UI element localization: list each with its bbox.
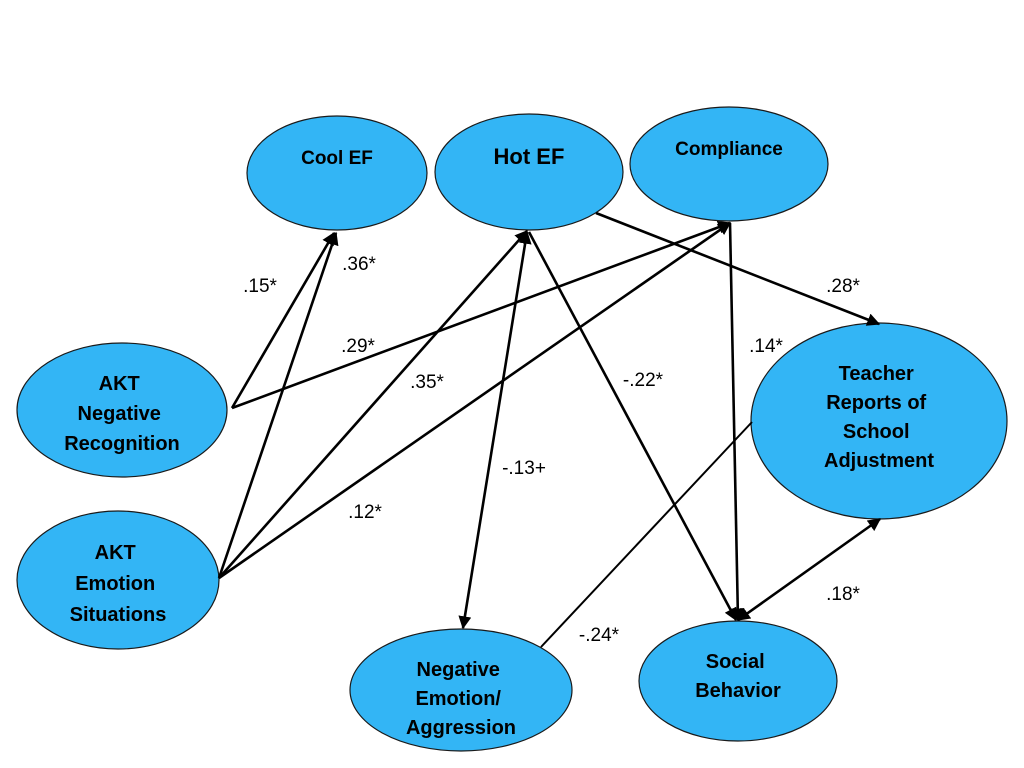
node-cool-ef: Cool EF (246, 115, 428, 231)
coef-emo-sit-to-hot-ef: .35* (410, 372, 444, 393)
node-akt-emotion-situations: AKT Emotion Situations (16, 510, 220, 650)
edge-hot-ef-to-teacher-reports (595, 211, 881, 326)
node-social-behavior: Social Behavior (638, 620, 838, 742)
coef-hot-ef-to-social-behavior: -.22* (623, 370, 664, 391)
edge-hot-ef-to-social-behavior (527, 231, 738, 622)
coef-hot-ef-neg-emotion: -.13+ (502, 458, 546, 479)
svg-text:AKT Negative Recog: AKT Negative Recognition (64, 373, 180, 455)
edge-compliance-to-social-behavior (728, 222, 745, 622)
node-akt-negative-recognition: AKT Negative Recognition (16, 342, 228, 478)
edge-neg-emotion-to-teacher-reports (540, 421, 753, 648)
coef-hot-ef-to-teacher-reports: .28* (826, 276, 860, 297)
svg-text:Negative Emotion/: Negative Emotion/ Aggression (406, 659, 516, 739)
coef-neg-rec-to-compliance: .29* (341, 336, 375, 357)
coef-compliance-to-social-behavior: .14* (749, 336, 783, 357)
coef-emo-sit-to-compliance: .12* (348, 502, 382, 523)
edge-social-behavior-teacher-reports-bidirectional (736, 517, 882, 622)
node-compliance: Compliance (629, 106, 829, 222)
svg-text:Social Behavior: Social Behavior (695, 651, 781, 702)
svg-text:Cool EF: Cool EF (301, 148, 373, 169)
coef-social-behavior-teacher-reports: .18* (826, 584, 860, 605)
coef-neg-rec-to-cool-ef: .15* (243, 276, 277, 297)
svg-text:Compliance: Compliance (675, 139, 783, 160)
node-negative-emotion-aggression: Negative Emotion/ Aggression (349, 628, 573, 752)
edge-neg-rec-to-cool-ef (230, 231, 336, 409)
svg-text:Teacher Reports of: Teacher Reports of School Adjustment (824, 363, 934, 472)
svg-text:AKT Emotion Situat: AKT Emotion Situations (70, 542, 167, 626)
coef-neg-emotion-to-teacher-reports: -.24* (579, 625, 620, 646)
svg-text:Hot EF: Hot EF (494, 144, 565, 169)
coef-emo-sit-to-cool-ef: .36* (342, 254, 376, 275)
edge-hot-ef-neg-emotion-bidirectional (458, 230, 532, 630)
node-teacher-reports-school-adjustment: Teacher Reports of School Adjustment (750, 322, 1008, 520)
node-hot-ef: Hot EF (434, 113, 624, 231)
edge-emo-sit-to-compliance (218, 221, 732, 580)
edge-emo-sit-to-cool-ef (217, 231, 339, 579)
